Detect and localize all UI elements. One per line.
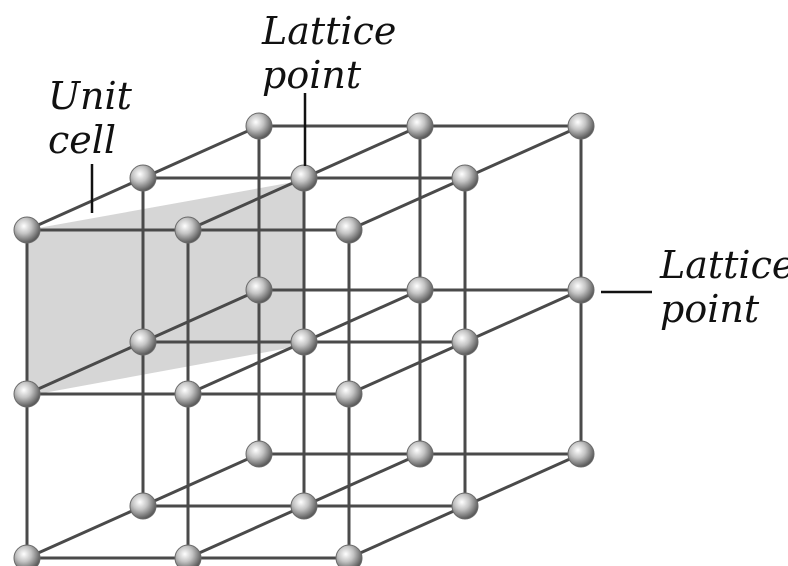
lattice-edge xyxy=(302,288,422,344)
lattice-point xyxy=(406,112,434,140)
lattice-point xyxy=(451,328,479,356)
lattice-edge xyxy=(186,340,306,396)
lattice-edge xyxy=(186,176,306,232)
lattice-point-top-label-line2: point xyxy=(262,53,362,97)
lattice-point-right-label-line2: point xyxy=(660,287,760,331)
lattice-point xyxy=(129,164,157,192)
lattice-edge xyxy=(347,504,467,560)
lattice-edge xyxy=(141,124,261,180)
lattice-point xyxy=(406,276,434,304)
lattice-edge xyxy=(463,452,583,508)
lattice-edge xyxy=(25,176,145,232)
lattice-edges xyxy=(25,124,583,560)
lattice-point xyxy=(567,112,595,140)
lattice-points xyxy=(13,112,595,566)
lattice-point xyxy=(567,440,595,468)
lattice-point-top-label-line1: Lattice xyxy=(261,9,396,53)
lattice-point xyxy=(451,492,479,520)
lattice-edge xyxy=(302,124,422,180)
lattice-point xyxy=(129,492,157,520)
lattice-point xyxy=(451,164,479,192)
lattice-point xyxy=(335,380,363,408)
lattice-point xyxy=(129,328,157,356)
lattice-point xyxy=(174,380,202,408)
lattice-point xyxy=(406,440,434,468)
lattice-point xyxy=(290,328,318,356)
lattice-edge xyxy=(25,340,145,396)
lattice-edge xyxy=(463,288,583,344)
unit-cell-label-line1: Unit xyxy=(48,74,133,118)
lattice-edge xyxy=(141,288,261,344)
lattice-edge xyxy=(141,452,261,508)
unit-cell-label-line2: cell xyxy=(48,118,116,162)
lattice-point xyxy=(13,380,41,408)
lattice-point xyxy=(13,544,41,566)
lattice-point xyxy=(13,216,41,244)
lattice-edge xyxy=(25,504,145,560)
lattice-point xyxy=(290,492,318,520)
lattice-edge xyxy=(186,504,306,560)
lattice-point xyxy=(335,544,363,566)
lattice-point xyxy=(290,164,318,192)
lattice-point xyxy=(245,276,273,304)
lattice-point-right-label-line1: Lattice xyxy=(659,243,788,287)
lattice-point xyxy=(174,544,202,566)
lattice-edge xyxy=(302,452,422,508)
lattice-point xyxy=(567,276,595,304)
lattice-edge xyxy=(347,176,467,232)
lattice-point xyxy=(174,216,202,244)
lattice-point xyxy=(335,216,363,244)
lattice-point xyxy=(245,112,273,140)
lattice-edge xyxy=(347,340,467,396)
lattice-point xyxy=(245,440,273,468)
lattice-edge xyxy=(463,124,583,180)
